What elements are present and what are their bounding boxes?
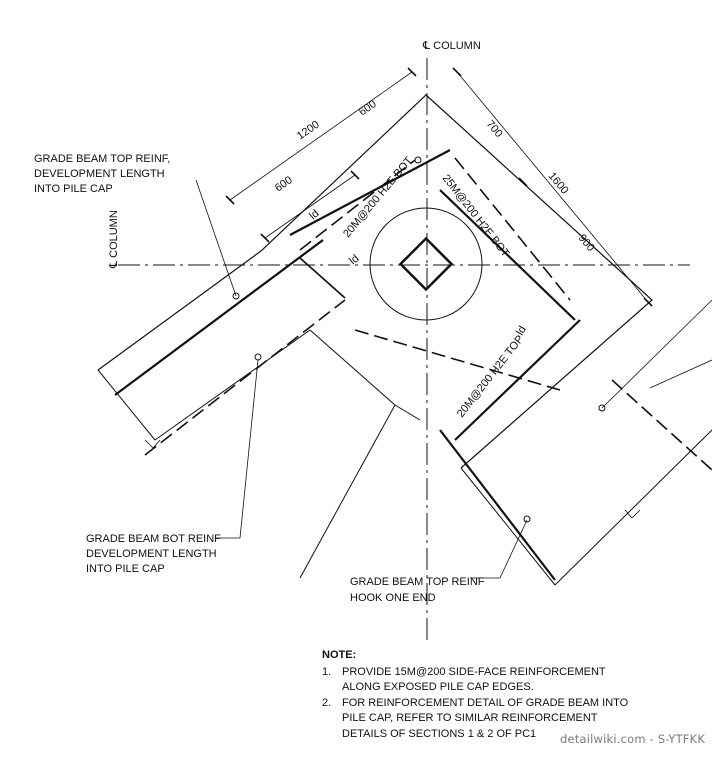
svg-text:HOOK ONE END: HOOK ONE END bbox=[350, 592, 436, 604]
callout-top-reinf-development: GRADE BEAM TOP REINF, DEVELOPMENT LENGTH… bbox=[34, 153, 170, 195]
dim-left-total: 1200 bbox=[295, 119, 322, 143]
notes-title: NOTE: bbox=[322, 649, 357, 661]
pile-circle bbox=[369, 207, 483, 321]
note-number: 2. bbox=[322, 696, 332, 709]
rebar-label-left-bot: 20M@200 H2E BOT bbox=[341, 155, 415, 240]
right-dimension-lines bbox=[452, 67, 653, 307]
note-item: 2. FOR REINFORCEMENT DETAIL OF GRADE BEA… bbox=[322, 696, 652, 743]
note-line: PROVIDE 15M@200 SIDE-FACE REINFORCEMENT bbox=[342, 665, 606, 678]
callout-leaders bbox=[195, 179, 712, 579]
watermark-text: detailwiki.com - S-YTFKK bbox=[560, 732, 706, 746]
rebar-label-right-bot: 25M@200 H2E BOT bbox=[440, 172, 512, 259]
callout-marker bbox=[232, 292, 240, 300]
svg-text:GRADE BEAM BOT REINF: GRADE BEAM BOT REINF bbox=[86, 533, 221, 545]
note-number: 1. bbox=[322, 665, 332, 678]
callout-marker bbox=[414, 156, 422, 164]
column-square bbox=[398, 236, 454, 292]
svg-text:DEVELOPMENT LENGTH: DEVELOPMENT LENGTH bbox=[86, 548, 217, 560]
dim-right-outer: 700 bbox=[484, 118, 505, 140]
svg-text:GRADE BEAM TOP REINF: GRADE BEAM TOP REINF bbox=[350, 576, 485, 588]
dim-left-inner: 600 bbox=[273, 174, 295, 194]
vertical-centerline-label: ℄ COLUMN bbox=[422, 40, 481, 52]
note-line: DETAILS OF SECTIONS 1 & 2 OF PC1 bbox=[342, 727, 537, 740]
notes-block: NOTE: 1. PROVIDE 15M@200 SIDE-FACE REINF… bbox=[322, 648, 652, 742]
pile-cap-outline bbox=[97, 94, 653, 469]
horizontal-centerline-label: ℄ COLUMN bbox=[108, 210, 120, 269]
note-line: FOR REINFORCEMENT DETAIL OF GRADE BEAM I… bbox=[342, 696, 629, 709]
note-line: PILE CAP, REFER TO SIMILAR REINFORCEMENT bbox=[342, 712, 598, 724]
note-item: 1. PROVIDE 15M@200 SIDE-FACE REINFORCEME… bbox=[322, 665, 652, 696]
dim-right-inner: 900 bbox=[576, 232, 597, 254]
callout-bot-reinf-development: GRADE BEAM BOT REINF DEVELOPMENT LENGTH … bbox=[86, 533, 221, 575]
callout-top-reinf-hook: GRADE BEAM TOP REINF HOOK ONE END bbox=[350, 576, 485, 604]
note-line: ALONG EXPOSED PILE CAP EDGES. bbox=[342, 681, 534, 693]
callout-marker bbox=[254, 353, 262, 361]
right-grade-beam bbox=[439, 379, 712, 586]
svg-text:DEVELOPMENT LENGTH: DEVELOPMENT LENGTH bbox=[34, 168, 165, 180]
callout-marker bbox=[598, 404, 606, 412]
dim-left-outer: 600 bbox=[357, 98, 379, 118]
svg-text:GRADE BEAM TOP REINF,: GRADE BEAM TOP REINF, bbox=[34, 153, 170, 165]
left-grade-beam bbox=[97, 239, 421, 579]
pile-cap-reinforcement bbox=[289, 149, 581, 441]
left-dimension-lines bbox=[225, 67, 417, 243]
callout-marker bbox=[523, 515, 531, 523]
svg-text:INTO PILE CAP: INTO PILE CAP bbox=[34, 183, 113, 195]
svg-text:INTO PILE CAP: INTO PILE CAP bbox=[86, 563, 165, 575]
